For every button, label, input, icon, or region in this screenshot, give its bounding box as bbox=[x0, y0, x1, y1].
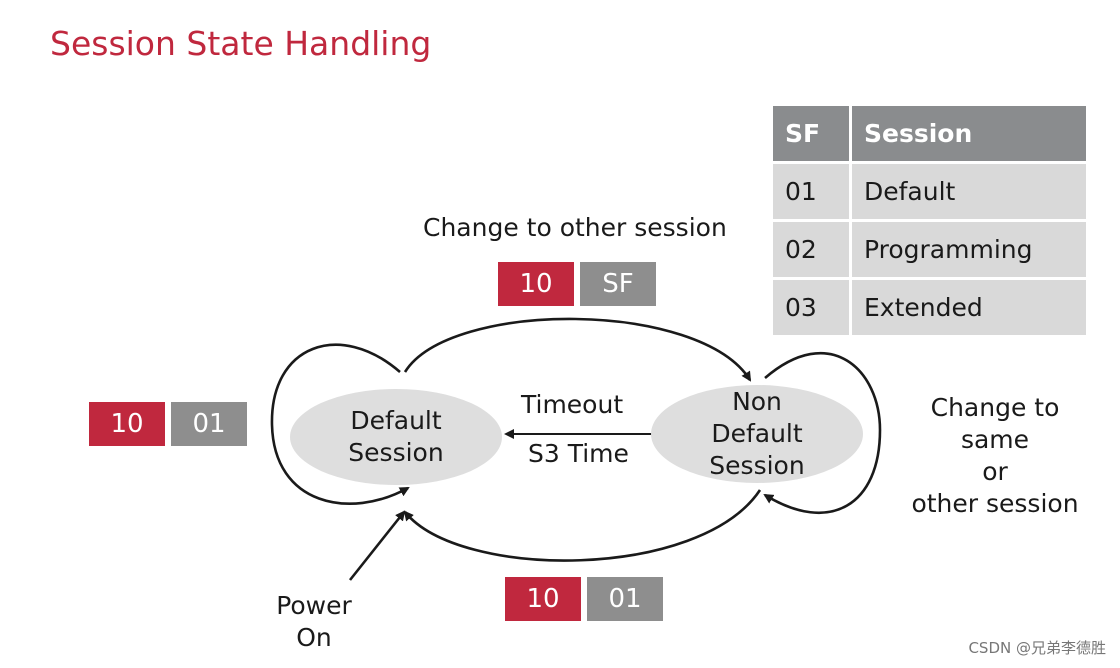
table-cell: Extended bbox=[850, 277, 1086, 335]
table-cell: 02 bbox=[773, 219, 852, 279]
table-header: SF bbox=[773, 106, 852, 163]
arrow-default-to-nondefault bbox=[403, 317, 752, 382]
table-row: 01 Default bbox=[773, 161, 1086, 221]
label-line: Change to bbox=[930, 393, 1060, 422]
label-line: or bbox=[982, 457, 1008, 486]
table-row: 02 Programming bbox=[773, 219, 1086, 279]
chip-left-sf: 01 bbox=[171, 402, 247, 446]
label-timeout: Timeout bbox=[521, 390, 624, 419]
session-table: SF Session 01 Default 02 Programming 03 … bbox=[773, 106, 1086, 335]
table-cell: Programming bbox=[850, 219, 1086, 279]
chip-top-sid: 10 bbox=[498, 262, 574, 306]
arrow-default-self-loop bbox=[270, 343, 410, 505]
table-row: 03 Extended bbox=[773, 277, 1086, 335]
label-line: same bbox=[960, 425, 1030, 454]
table-cell: 01 bbox=[773, 161, 852, 221]
chip-top-sf: SF bbox=[580, 262, 656, 306]
chip-bottom-sid: 10 bbox=[505, 577, 581, 621]
label-line: Power bbox=[276, 591, 352, 620]
state-label: Session bbox=[709, 451, 805, 480]
label-line: other session bbox=[911, 489, 1079, 518]
table-cell: 03 bbox=[773, 277, 852, 335]
watermark: CSDN @兄弟李德胜 bbox=[968, 639, 1106, 657]
label-power-on: Power On bbox=[272, 590, 356, 654]
label-s3-time: S3 Time bbox=[528, 439, 629, 468]
chip-left-sid: 10 bbox=[89, 402, 165, 446]
page-title: Session State Handling bbox=[50, 24, 432, 63]
arrow-nondefault-self-loop bbox=[763, 351, 882, 514]
arrow-power-on bbox=[348, 510, 406, 581]
state-label: Default bbox=[711, 419, 803, 448]
table-header-row: SF Session bbox=[773, 106, 1086, 163]
state-non-default-session: Non Default Session bbox=[651, 385, 863, 483]
arrow-nondefault-to-default bbox=[403, 489, 762, 562]
state-label: Non bbox=[732, 387, 782, 416]
chip-bottom-sf: 01 bbox=[587, 577, 663, 621]
label-change-to-same-or-other: Change to same or other session bbox=[904, 392, 1086, 520]
table-header: Session bbox=[850, 106, 1086, 163]
state-label: Session bbox=[348, 438, 444, 467]
state-default-session: Default Session bbox=[290, 389, 502, 485]
label-line: On bbox=[296, 623, 332, 652]
label-change-to-other-session: Change to other session bbox=[423, 213, 727, 242]
table-cell: Default bbox=[850, 161, 1086, 221]
state-label: Default bbox=[350, 406, 442, 435]
